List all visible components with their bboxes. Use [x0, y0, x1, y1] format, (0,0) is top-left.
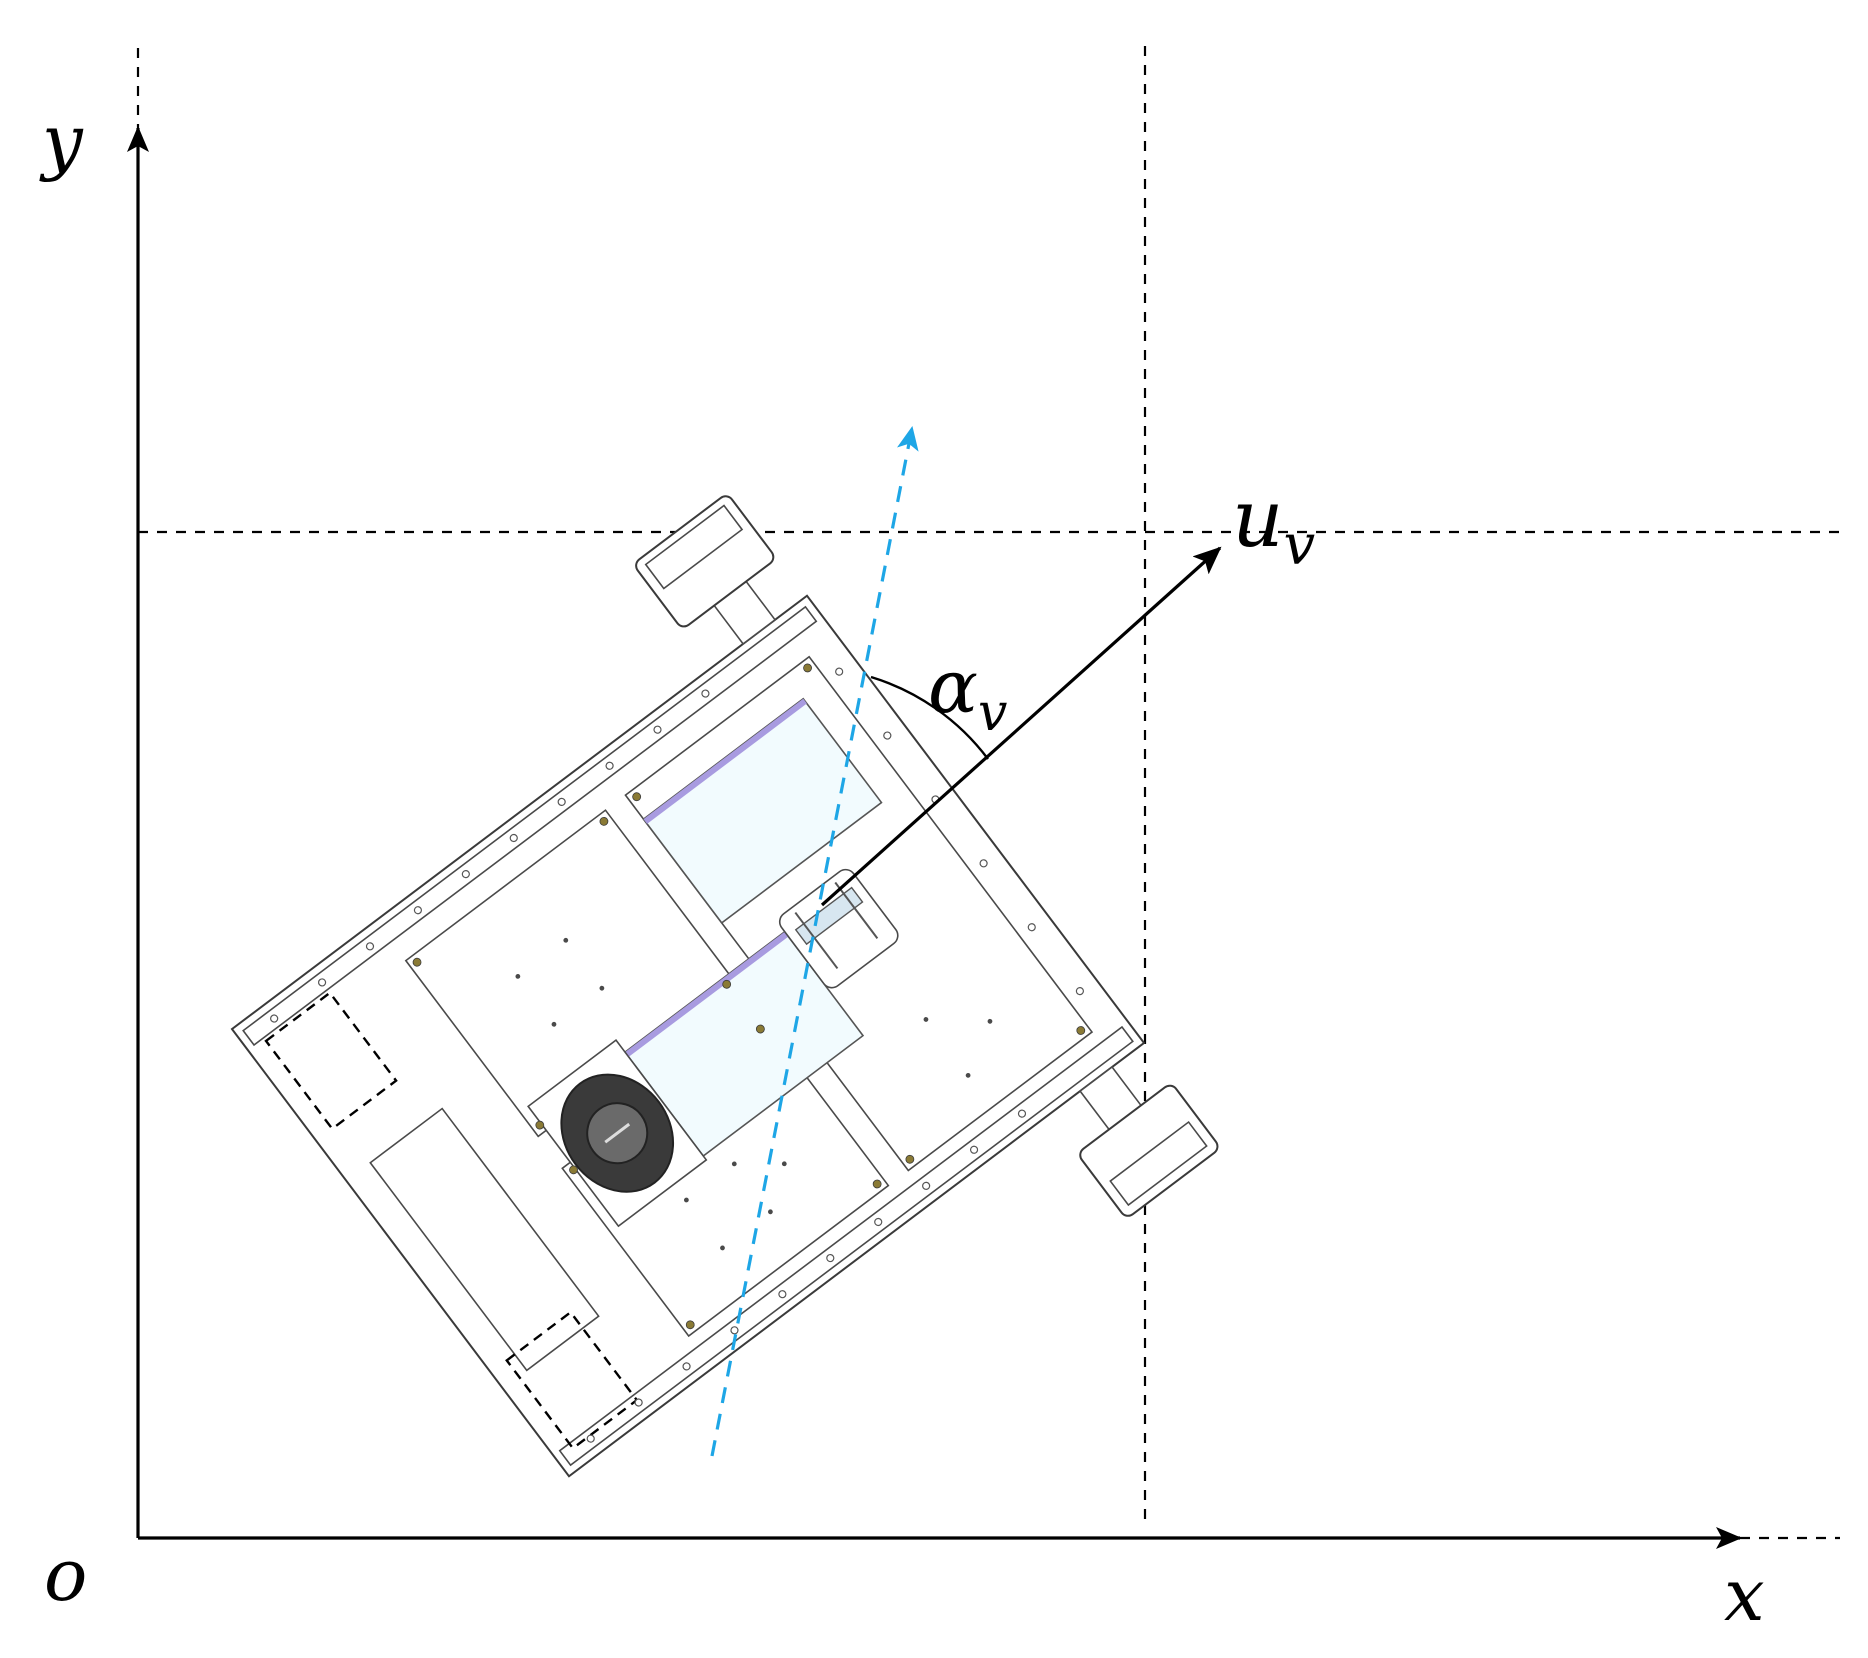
lidar-sensor	[527, 1039, 708, 1228]
velocity-vector	[820, 546, 1222, 907]
battery-module	[369, 1107, 600, 1372]
chassis-rail-bottom	[558, 1025, 1134, 1467]
vector-subscript: v	[1284, 513, 1316, 578]
wheel-front-left	[635, 495, 777, 645]
vector-symbol: u	[1232, 472, 1284, 565]
angle-arc	[870, 675, 989, 760]
heading-axis-line	[710, 426, 919, 1457]
angle-subscript: v	[978, 683, 1007, 743]
dashed-compartment-left	[264, 991, 398, 1131]
display-panel-top	[642, 697, 883, 925]
angle-symbol: α	[928, 644, 978, 730]
vector-label: uv	[1232, 472, 1316, 578]
origin-label: o	[44, 1533, 87, 1617]
plate-dots	[515, 937, 993, 1251]
wheel-front-right	[1079, 1065, 1219, 1217]
dashed-compartment-right	[505, 1310, 639, 1450]
mobile-robot	[230, 495, 1219, 1478]
y-axis-label: y	[39, 99, 84, 183]
angle-label: αv	[928, 644, 1007, 743]
camera-mount	[778, 868, 899, 989]
plate-bolts	[412, 663, 1086, 1330]
chassis-rail-top	[242, 605, 818, 1047]
rail-holes	[270, 667, 1084, 1443]
x-axis-label: x	[1724, 1553, 1765, 1637]
